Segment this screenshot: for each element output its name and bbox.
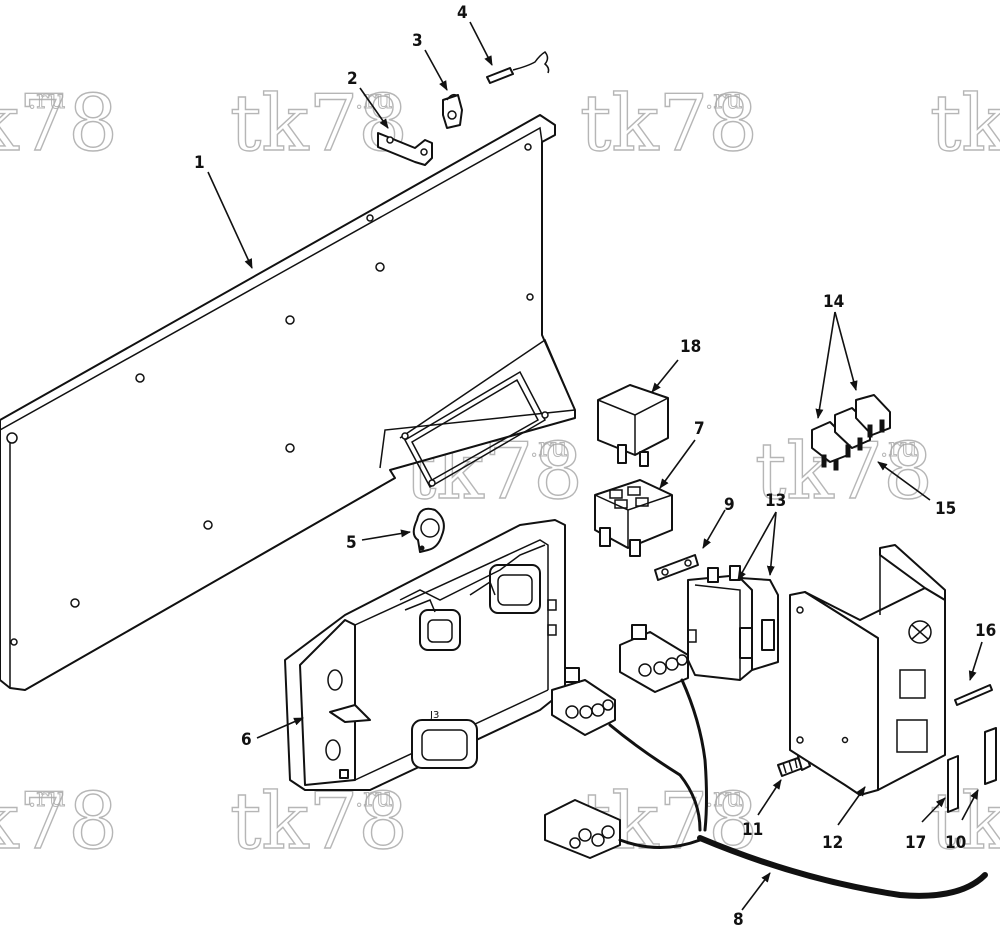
callout-7: 7 xyxy=(694,419,705,439)
callout-numbers: 1 2 3 4 5 6 7 8 9 10 11 12 13 14 15 16 1… xyxy=(194,3,996,930)
callout-14: 14 xyxy=(823,292,844,312)
svg-text:tk78: tk78 xyxy=(930,79,1000,169)
watermark: tk78 .ru xyxy=(229,776,408,867)
fuses xyxy=(811,394,891,471)
svg-text:tk78: tk78 xyxy=(930,777,1000,867)
callout-leaders xyxy=(207,21,983,911)
callout-11: 11 xyxy=(742,820,763,840)
module-label: J3 xyxy=(429,710,439,721)
callout-18: 18 xyxy=(680,337,701,357)
watermark: tk78 .ru xyxy=(0,78,119,169)
label-strip xyxy=(984,727,997,785)
svg-text:tk78: tk78 xyxy=(0,777,118,867)
harness-connector xyxy=(544,799,621,859)
svg-text:tk78: tk78 xyxy=(580,79,758,169)
label-strip xyxy=(947,755,959,813)
callout-13: 13 xyxy=(765,491,786,511)
relay-socket xyxy=(594,479,673,557)
clip xyxy=(442,93,463,129)
callout-4: 4 xyxy=(457,3,468,23)
cable-clamp xyxy=(412,507,445,553)
bracket xyxy=(377,132,433,166)
svg-text:.ru: .ru xyxy=(705,783,742,813)
callout-1: 1 xyxy=(194,153,205,173)
wiring-harness xyxy=(544,624,988,899)
callout-15: 15 xyxy=(935,499,956,519)
control-module: J3 xyxy=(284,519,566,791)
callout-8: 8 xyxy=(733,910,744,930)
watermark: tk78 xyxy=(929,78,1000,169)
gasket xyxy=(654,554,699,581)
pin xyxy=(486,51,550,84)
callout-3: 3 xyxy=(412,31,423,51)
callout-10: 10 xyxy=(945,833,966,853)
callout-9: 9 xyxy=(724,495,735,515)
circuit-breakers xyxy=(687,565,779,681)
svg-text:.ru: .ru xyxy=(880,433,917,463)
svg-text:tk78: tk78 xyxy=(230,777,408,867)
svg-text:tk78: tk78 xyxy=(230,79,408,169)
callout-2: 2 xyxy=(347,69,358,89)
relay xyxy=(597,384,669,467)
callout-16: 16 xyxy=(975,621,996,641)
watermark: tk78 .ru xyxy=(0,776,119,867)
svg-text:tk78: tk78 xyxy=(0,79,118,169)
svg-text:.ru: .ru xyxy=(530,433,567,463)
watermark: tk78 .ru xyxy=(229,78,408,169)
svg-text:.ru: .ru xyxy=(705,85,742,115)
callout-6: 6 xyxy=(241,730,252,750)
callout-12: 12 xyxy=(822,833,843,853)
callout-5: 5 xyxy=(346,533,357,553)
label-strip xyxy=(954,684,993,706)
harness-connector xyxy=(551,667,616,736)
svg-text:.ru: .ru xyxy=(28,783,65,813)
watermark: tk78 .ru xyxy=(754,426,933,517)
harness-connector xyxy=(619,624,689,693)
watermark: tk78 xyxy=(929,776,1000,867)
watermark: tk78 .ru xyxy=(579,78,758,169)
svg-text:.ru: .ru xyxy=(28,85,65,115)
mounting-plate xyxy=(0,114,576,691)
enclosure-bracket xyxy=(789,544,946,796)
callout-17: 17 xyxy=(905,833,926,853)
